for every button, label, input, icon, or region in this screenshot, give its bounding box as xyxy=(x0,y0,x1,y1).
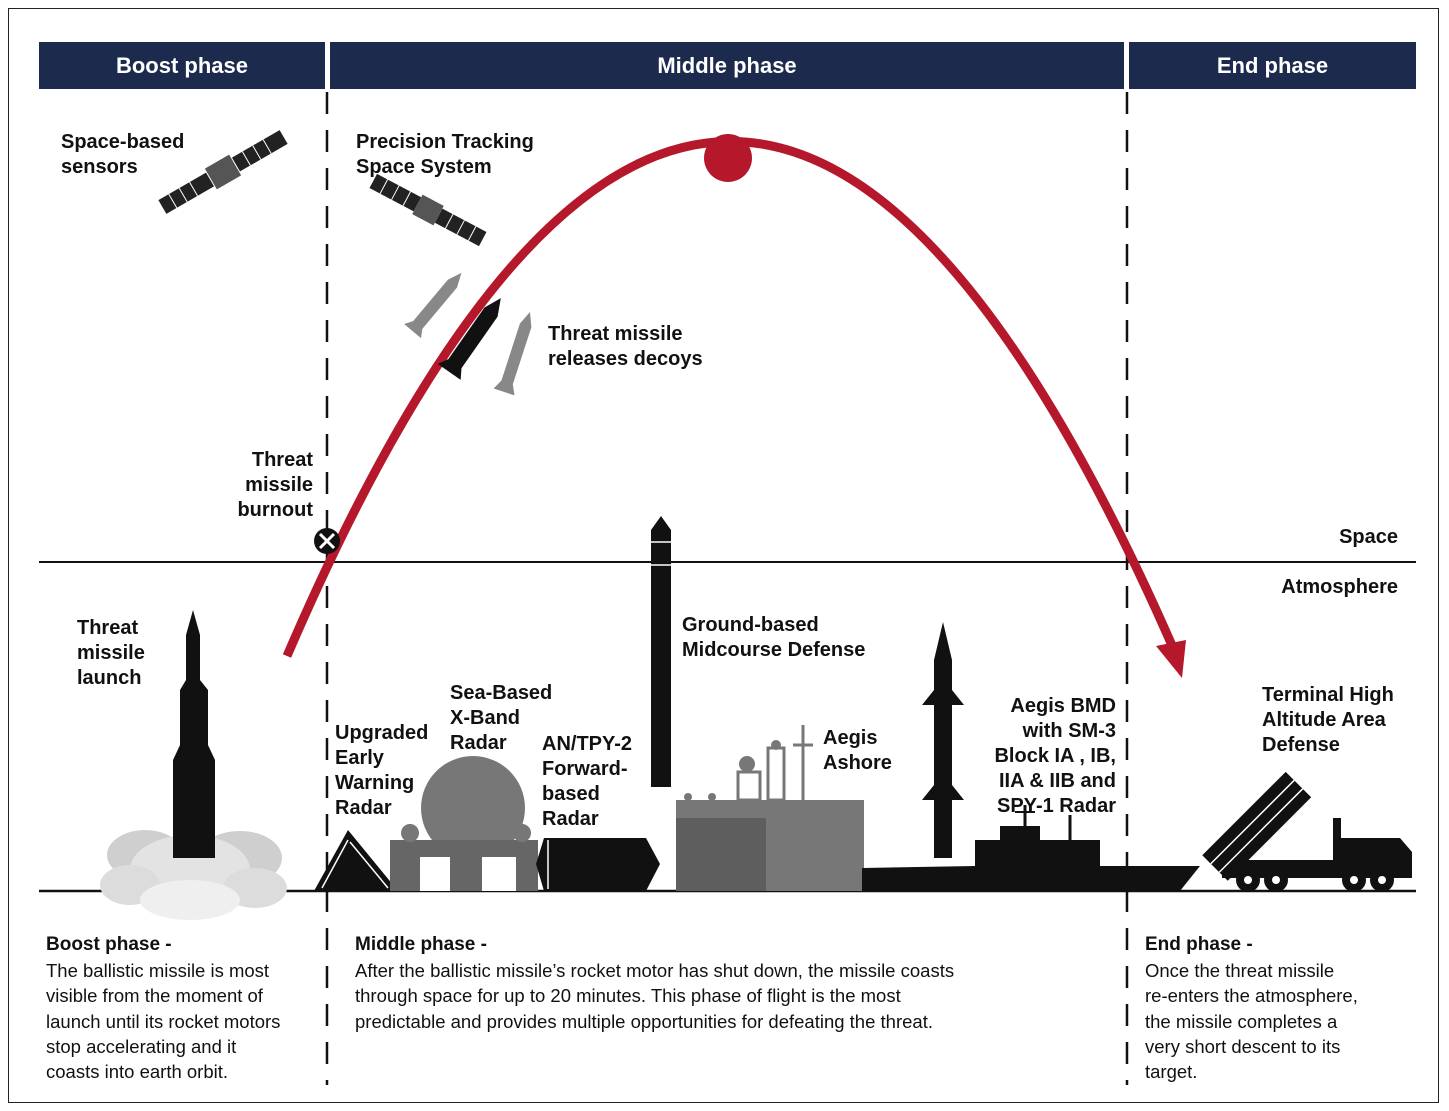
middle-phase-header: Middle phase xyxy=(330,42,1124,89)
end-desc-title: End phase - xyxy=(1145,934,1253,955)
uewr-label: Upgraded Early Warning Radar xyxy=(335,722,429,819)
launch-label: Threat missile launch xyxy=(77,617,145,689)
end-desc-body: Once the threat missile re-enters the at… xyxy=(1145,960,1358,1083)
decoy-icon xyxy=(404,272,462,339)
sbx-radar-icon xyxy=(390,756,538,891)
apogee-marker xyxy=(704,134,752,182)
satellite-icon xyxy=(158,130,288,214)
diagram-frame xyxy=(8,8,1439,1103)
threat-missile-launch-icon xyxy=(173,610,215,858)
trajectory-arrowhead xyxy=(1156,640,1186,678)
boost-desc-body: The ballistic missile is most visible fr… xyxy=(46,960,281,1083)
ptss-satellite-icon xyxy=(369,173,487,247)
middle-desc-title: Middle phase - xyxy=(355,934,487,955)
boost-desc-title: Boost phase - xyxy=(46,934,172,955)
aegis-bmd-label: Aegis BMD with SM-3 Block IA , IB, IIA &… xyxy=(994,695,1116,817)
gmd-interceptor-icon xyxy=(651,516,671,787)
tpy2-radar-icon xyxy=(536,838,660,891)
middle-desc-body: After the ballistic missile’s rocket mot… xyxy=(355,960,955,1032)
gmd-label: Ground-based Midcourse Defense xyxy=(682,614,866,661)
burnout-marker-icon xyxy=(314,528,340,554)
aegis-ashore-icon xyxy=(676,725,864,891)
thaad-launcher-icon xyxy=(1202,771,1412,892)
space-sensors-label: Space-based sensors xyxy=(61,131,185,178)
ptss-label: Precision Tracking Space System xyxy=(356,131,534,178)
tpy2-label: AN/TPY-2 Forward- based Radar xyxy=(542,733,633,830)
sbx-label: Sea-Based X-Band Radar xyxy=(450,682,553,754)
aegis-ashore-label: Aegis Ashore xyxy=(823,727,892,774)
decoy-icon xyxy=(493,312,532,396)
sm3-interceptor-icon xyxy=(922,622,964,858)
trajectory-arc xyxy=(282,137,1179,658)
early-warning-radar-icon xyxy=(314,830,398,891)
threat-warhead-icon xyxy=(437,298,501,380)
aegis-ship-icon xyxy=(862,805,1200,891)
end-phase-header: End phase xyxy=(1129,42,1416,89)
decoys-label: Threat missile releases decoys xyxy=(548,323,703,370)
burnout-label: Threat missile burnout xyxy=(237,449,313,521)
boost-phase-header: Boost phase xyxy=(39,42,325,89)
space-region-label: Space xyxy=(1339,526,1398,548)
thaad-label: Terminal High Altitude Area Defense xyxy=(1262,684,1394,756)
atmosphere-region-label: Atmosphere xyxy=(1281,576,1398,598)
launch-cloud xyxy=(100,830,287,920)
